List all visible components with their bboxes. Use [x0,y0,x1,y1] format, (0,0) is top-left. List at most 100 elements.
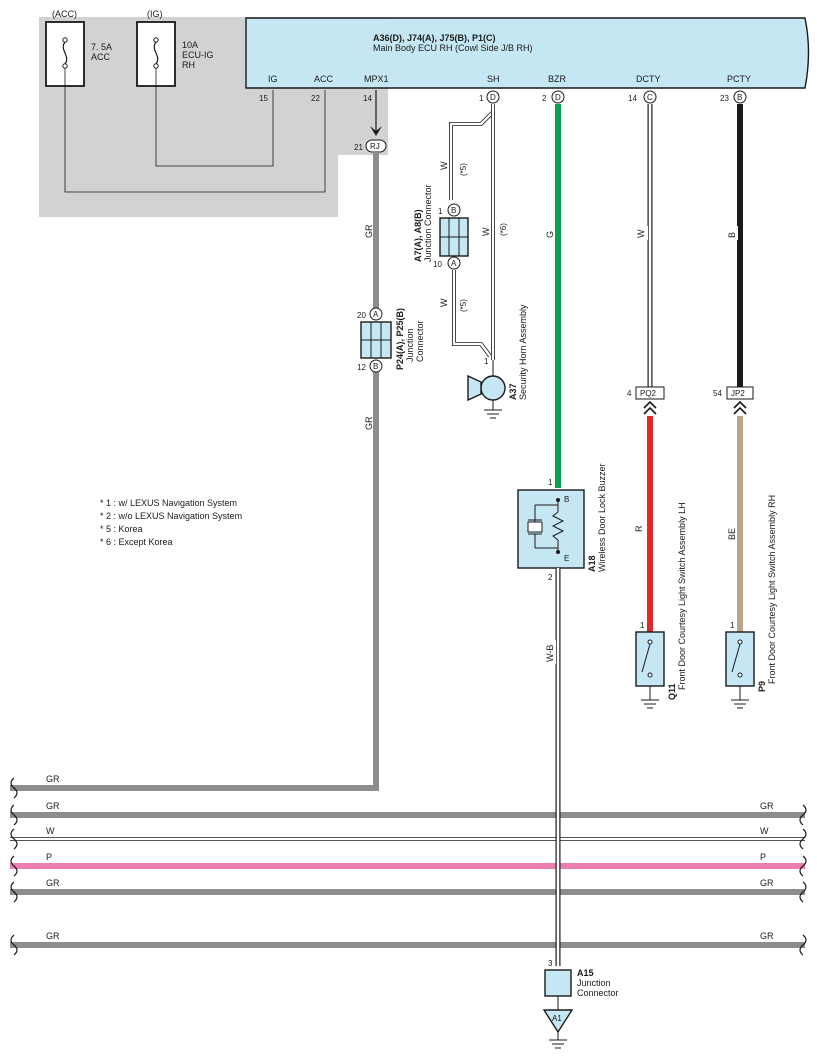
junction-a7: 1 B 10 A A7(A), A8(B) Junction Connector [413,184,469,270]
svg-text:1: 1 [484,357,489,366]
bus-label-left-4: P [46,852,52,862]
bus-label-left-6: GR [46,931,60,941]
jp2-connector [726,386,754,400]
w-label-sec6: W [481,227,491,236]
a7-code: A7(A), A8(B) [413,209,423,262]
svg-text:B: B [564,495,569,504]
svg-text:B: B [737,93,742,102]
jp2-pin: 54 [713,389,722,398]
q11-code: Q11 [667,683,677,700]
pin-num-bzr: 2 [542,94,547,103]
pin-num-dcty: 14 [628,94,637,103]
pq2-pin: 4 [627,389,632,398]
buzzer-name: Wireless Door Lock Buzzer [597,463,607,572]
pq2-connector [635,386,665,400]
a15-code: A15 [577,968,594,978]
pin-num-ig: 15 [259,94,268,103]
w-label-sec5-bottom: W [439,298,449,307]
horn-icon: 1 [467,357,506,419]
gr-label-upper: GR [364,224,374,238]
bus-label-right-5: GR [760,878,774,888]
svg-text:12: 12 [357,363,366,372]
ecu-pin-sh: SH [487,74,500,84]
bus-label-left-2: GR [46,801,60,811]
pin-circle-pcty: B [733,90,747,104]
ecu-pin-bzr: BZR [548,74,567,84]
svg-text:C: C [647,93,653,102]
svg-text:A: A [373,310,379,319]
g-label: G [545,231,555,238]
gr-label-lower: GR [364,416,374,430]
note-4: * 6 : Except Korea [100,537,173,547]
switch-icon: 1 [725,621,755,709]
svg-text:D: D [490,93,496,102]
gr-wire-lower [10,372,379,791]
ecu-pin-acc: ACC [314,74,334,84]
a15-name1: Junction [577,978,611,988]
bus-label-right-4: P [760,852,766,862]
bus-label-left-1: GR [46,774,60,784]
svg-text:20: 20 [357,311,366,320]
variant-mark-mid: (*6) [499,223,508,236]
pin-circle-dcty: C [643,90,657,104]
variant-mark-top: (*5) [459,163,468,176]
pin-circle-bzr: D [551,90,565,104]
fuse-acc-amp: 7. 5A [91,42,112,52]
ground-label: A1 [552,1014,562,1023]
bus-label-right-6: GR [760,931,774,941]
ecu-pin-dcty: DCTY [636,74,661,84]
fuse-acc-name: ACC [91,52,111,62]
note-1: * 1 : w/ LEXUS Navigation System [100,498,237,508]
pq2-label: PQ2 [640,389,657,398]
p24-name1: Junction [405,328,415,362]
acc-internal-wire [64,68,326,193]
p24-code: P24(A), P25(B) [395,308,405,370]
svg-text:1: 1 [730,621,735,630]
ig-internal-wire [155,68,274,167]
ecu-code: A36(D), J74(A), J75(B), P1(C) [373,33,496,43]
fuse-acc: (ACC) 7. 5A ACC [45,9,112,87]
connector-arrow-icon [370,90,382,136]
a15-name2: Connector [577,988,619,998]
note-3: * 5 : Korea [100,524,143,534]
be-label: BE [727,528,737,540]
junction-a15: 3 A15 Junction Connector [544,959,619,1010]
bus-label-right-2: GR [760,801,774,811]
ecu-pin-pcty: PCTY [727,74,751,84]
bus-label-left-3: W [46,826,55,836]
bus-label-left-5: GR [46,878,60,888]
p9-code: P9 [757,681,767,692]
junction-p24: 20 A 12 B P24(A), P25(B) Junction Connec… [357,307,425,373]
jp2-label: JP2 [731,389,745,398]
rj-label: RJ [370,142,380,151]
ecu-name: Main Body ECU RH (Cowl Side J/B RH) [373,43,533,53]
svg-text:B: B [373,362,378,371]
pin-num-sh: 1 [479,94,484,103]
pin-num-acc: 22 [311,94,320,103]
q11-name: Front Door Courtesy Light Switch Assembl… [677,502,687,690]
connector-arrow-icon [643,400,657,415]
horn-name: Security Horn Assembly [518,304,528,400]
connector-arrow-icon [733,400,747,415]
bus-break-marks [10,777,807,956]
ground-icon: A1 [542,1009,574,1049]
fuse-ig-header: (IG) [147,9,163,19]
r-label: R [634,525,644,532]
variant-mark-bottom: (*5) [459,299,468,312]
b-label: B [727,232,737,238]
svg-text:A: A [451,259,457,268]
buzzer-icon: 1 B E 2 [517,478,585,582]
a7-name: Junction Connector [423,184,433,262]
bus-label-right-3: W [760,826,769,836]
fuse-acc-header: (ACC) [52,9,77,19]
ecu-pin-mpx1: MPX1 [364,74,389,84]
svg-text:2: 2 [548,573,553,582]
note-2: * 2 : w/o LEXUS Navigation System [100,511,242,521]
pin-num-pcty: 23 [720,94,729,103]
rj-pin: 21 [354,143,363,152]
wb-label: W-B [545,645,555,662]
p9-name: Front Door Courtesy Light Switch Assembl… [767,495,777,684]
fuse-ig-name2: RH [182,60,195,70]
sh-horn-wires [449,104,495,360]
